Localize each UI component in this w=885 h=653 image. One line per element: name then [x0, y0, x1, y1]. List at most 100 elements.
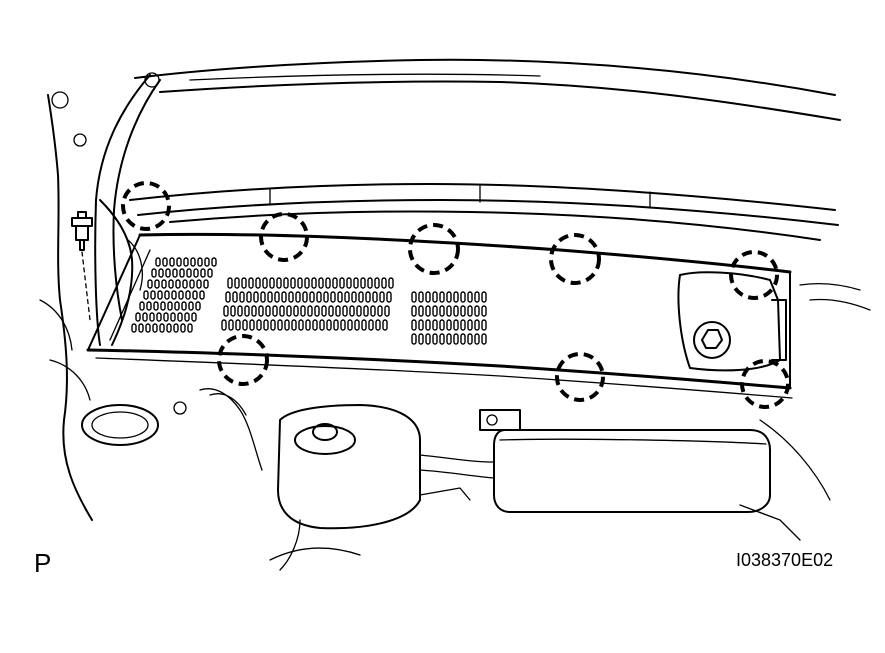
louver-slot: [347, 319, 353, 331]
louver-slot: [162, 257, 168, 267]
louver-slot: [149, 312, 155, 322]
louver-slot: [384, 305, 390, 317]
louver-slot: [370, 305, 376, 317]
louver-slot: [191, 312, 197, 322]
louver-slot: [185, 290, 191, 300]
louver-slot: [481, 291, 487, 303]
louver-slot: [453, 333, 459, 345]
louver-slot: [481, 319, 487, 331]
louver-slot: [460, 319, 466, 331]
cowl-louver-panel: [86, 232, 793, 399]
left-fender: [39, 91, 159, 521]
louver-slot: [269, 277, 275, 289]
louver-slot: [171, 290, 177, 300]
louver-slot: [188, 301, 194, 311]
louver-slot: [193, 268, 199, 278]
louver-slot: [178, 290, 184, 300]
louver-slot: [177, 312, 183, 322]
louver-slot: [349, 305, 355, 317]
louver-slot: [474, 305, 480, 317]
louver-slot: [192, 290, 198, 300]
louver-slot: [411, 319, 417, 331]
louver-slot: [211, 257, 217, 267]
louver-slot: [195, 301, 201, 311]
louver-slot: [439, 305, 445, 317]
louver-slot: [365, 291, 371, 303]
clip-marker-6: [217, 334, 269, 386]
louver-slot: [227, 277, 233, 289]
louver-slot: [272, 305, 278, 317]
louver-slot: [199, 290, 205, 300]
clip-marker-8: [740, 359, 790, 409]
push-clip-icon: [71, 211, 93, 321]
louver-slot: [288, 291, 294, 303]
louver-slot: [230, 305, 236, 317]
louver-slot: [460, 305, 466, 317]
louver-slot: [179, 268, 185, 278]
louver-slot: [474, 319, 480, 331]
louver-slot: [467, 291, 473, 303]
louver-slot: [325, 277, 331, 289]
louver-slot: [221, 319, 227, 331]
louver-slot: [305, 319, 311, 331]
louver-slot: [460, 291, 466, 303]
louver-slot: [358, 291, 364, 303]
louver-slot: [346, 277, 352, 289]
louver-slot: [302, 291, 308, 303]
louver-slot: [146, 301, 152, 311]
louver-slot: [170, 312, 176, 322]
louver-slot: [242, 319, 248, 331]
louver-slot: [147, 279, 153, 289]
louver-slot: [263, 319, 269, 331]
louver-slot: [279, 305, 285, 317]
louver-slot: [467, 305, 473, 317]
louver-slot: [204, 257, 210, 267]
louver-slot: [154, 279, 160, 289]
louver-slot: [173, 323, 179, 333]
louver-slot: [270, 319, 276, 331]
louver-slot: [256, 319, 262, 331]
louver-slot: [197, 257, 203, 267]
louver-slot: [251, 305, 257, 317]
louver-slot: [153, 301, 159, 311]
louver-slot: [321, 305, 327, 317]
louver-slot: [283, 277, 289, 289]
louver-slot: [446, 319, 452, 331]
louver-slot: [184, 312, 190, 322]
louver-slot: [360, 277, 366, 289]
clip-marker-1: [121, 181, 171, 231]
louver-slot: [353, 277, 359, 289]
louver-slot: [439, 291, 445, 303]
louver-slot: [244, 305, 250, 317]
hood-outline: [94, 58, 841, 346]
louver-slot: [274, 291, 280, 303]
louver-slot: [258, 305, 264, 317]
louver-slot: [262, 277, 268, 289]
louver-slot: [361, 319, 367, 331]
louver-slot: [326, 319, 332, 331]
louver-slot: [297, 277, 303, 289]
louver-slot: [286, 305, 292, 317]
wire-harness: [99, 199, 143, 346]
louver-slot: [152, 323, 158, 333]
louver-slot: [311, 277, 317, 289]
louver-slot: [176, 257, 182, 267]
louver-slot: [155, 257, 161, 267]
figure-id: I038370E02: [736, 550, 834, 570]
louver-slot: [340, 319, 346, 331]
louver-slot: [375, 319, 381, 331]
clip-marker-4: [549, 233, 601, 285]
louver-slot: [157, 290, 163, 300]
louver-slot: [150, 290, 156, 300]
louver-slot: [453, 291, 459, 303]
louver-slot: [165, 268, 171, 278]
louver-slot: [333, 319, 339, 331]
louver-slot: [160, 301, 166, 311]
louver-slot: [200, 268, 206, 278]
louver-slot: [234, 277, 240, 289]
louver-slot: [418, 333, 424, 345]
louver-slot: [304, 277, 310, 289]
louver-slot: [307, 305, 313, 317]
louver-slot: [277, 319, 283, 331]
louver-slot: [319, 319, 325, 331]
